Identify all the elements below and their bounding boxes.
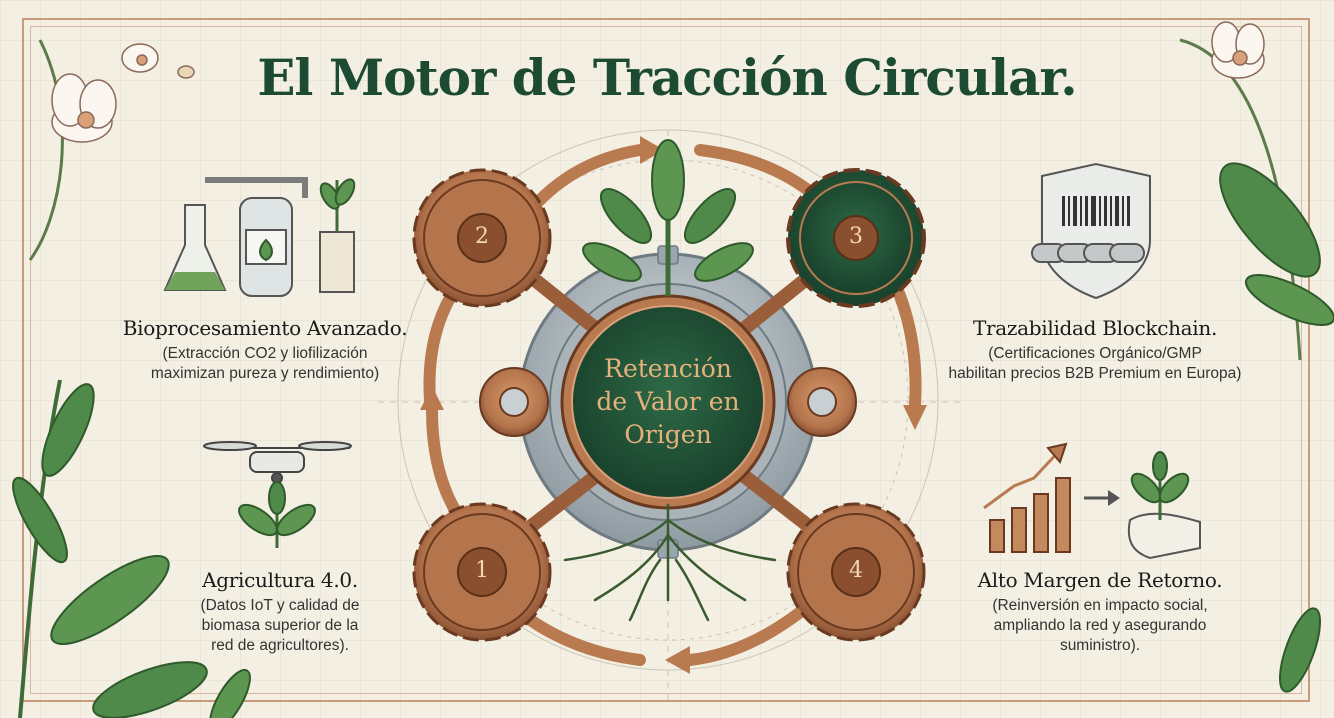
center-disk	[560, 294, 776, 510]
stage-trazabilidad-desc: (Certificaciones Orgánico/GMP habilitan …	[935, 344, 1255, 384]
outer-frame	[22, 18, 1310, 702]
gear-4	[786, 502, 926, 642]
roots-icon	[563, 503, 777, 622]
stage-agricultura: Agricultura 4.0. (Datos IoT y calidad de…	[165, 568, 395, 656]
growth-chart-icon	[983, 442, 1201, 560]
lab-flask-icon	[163, 177, 356, 297]
center-line-2: de Valor en	[596, 387, 740, 416]
gear-2	[412, 168, 552, 308]
gear-4-number: 4	[849, 558, 863, 583]
leaves-decoration-right	[1219, 162, 1334, 693]
desc-line: habilitan precios B2B Premium en Europa)	[948, 365, 1242, 382]
stage-trazabilidad-title: Trazabilidad Blockchain.	[972, 316, 1218, 340]
center-line-1: Retención	[604, 354, 732, 383]
gear-2-number: 2	[475, 224, 489, 249]
stage-agricultura-title: Agricultura 4.0.	[202, 568, 358, 592]
desc-line: suministro).	[1059, 637, 1141, 654]
desc-line: maximizan pureza y rendimiento)	[150, 365, 380, 382]
shield-barcode-icon	[1031, 162, 1151, 300]
stage-bioprocesamiento: Bioprocesamiento Avanzado. (Extracción C…	[100, 316, 430, 384]
gear-3-number: 3	[849, 224, 863, 249]
drone-icon	[203, 441, 352, 548]
gear-3	[786, 168, 926, 308]
stage-bioprocesamiento-title: Bioprocesamiento Avanzado.	[122, 316, 408, 340]
stage-margen-title: Alto Margen de Retorno.	[977, 568, 1223, 592]
desc-line: ampliando la red y asegurando	[993, 617, 1207, 634]
side-gear-right	[787, 367, 857, 437]
desc-line: (Datos IoT y calidad de	[200, 597, 360, 614]
stage-trazabilidad: Trazabilidad Blockchain. (Certificacione…	[935, 316, 1255, 384]
side-gear-left	[479, 367, 549, 437]
stage-margen-desc: (Reinversión en impacto social, ampliand…	[970, 596, 1230, 656]
desc-line: biomasa superior de la	[201, 617, 359, 634]
orchid-decoration-left	[28, 39, 195, 261]
sprout-icon	[582, 139, 754, 296]
leaves-decoration-left	[12, 379, 251, 718]
stage-agricultura-desc: (Datos IoT y calidad de biomasa superior…	[165, 596, 395, 656]
page-title: El Motor de Tracción Circular.	[257, 48, 1077, 107]
desc-line: (Extracción CO2 y liofilización	[162, 345, 368, 362]
gear-1	[412, 502, 552, 642]
gear-1-number: 1	[475, 558, 489, 583]
center-label: Retención de Valor en Origen	[563, 352, 773, 451]
desc-line: (Certificaciones Orgánico/GMP	[988, 345, 1202, 362]
stage-bioprocesamiento-desc: (Extracción CO2 y liofilización maximiza…	[100, 344, 430, 384]
center-line-3: Origen	[624, 420, 712, 449]
inner-frame	[30, 26, 1302, 694]
desc-line: (Reinversión en impacto social,	[992, 597, 1208, 614]
stage-margen: Alto Margen de Retorno. (Reinversión en …	[970, 568, 1230, 656]
desc-line: red de agricultores).	[211, 637, 349, 654]
